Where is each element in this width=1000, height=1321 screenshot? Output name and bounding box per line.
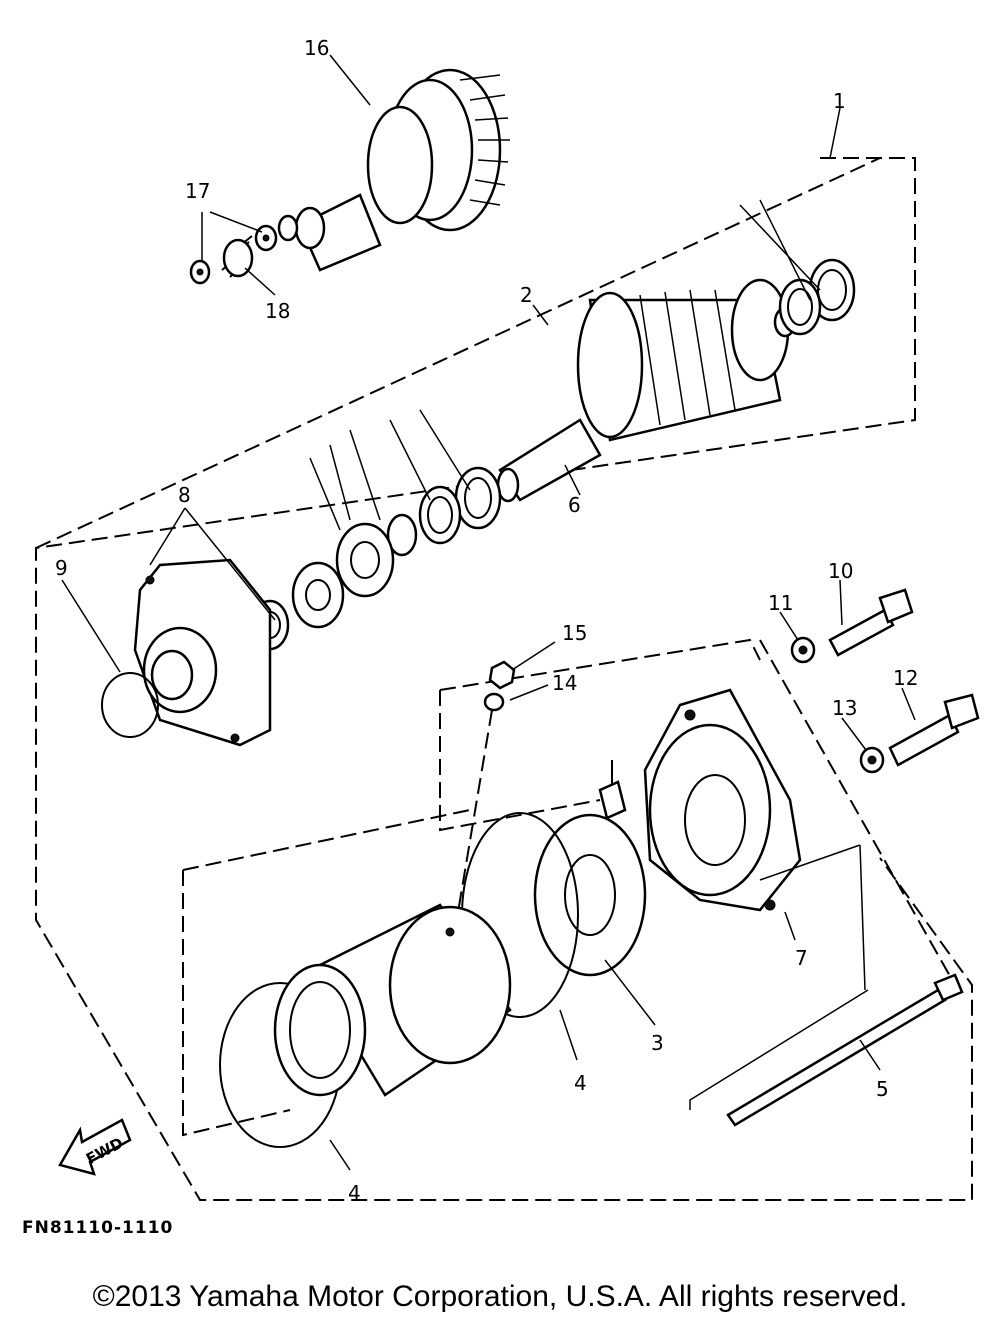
fwd-arrow-icon (58, 1118, 132, 1176)
callout-6: 6 (568, 493, 581, 517)
part-2-armature (496, 278, 797, 503)
front-cover (133, 558, 272, 747)
part-9-o-ring (101, 672, 159, 738)
leader-lines (61, 54, 916, 1171)
callout-1: 1 (833, 89, 846, 113)
guide-line-frame (182, 870, 291, 1137)
callout-7: 7 (795, 946, 808, 970)
guide-line-frame-top (182, 809, 471, 871)
guide-line-inner (439, 638, 761, 691)
callout-5: 5 (876, 1077, 889, 1101)
callout-10: 10 (828, 559, 853, 583)
diagram-code: FN81110-1110 (22, 1218, 174, 1238)
callout-9: 9 (55, 556, 68, 580)
part-6-yoke (273, 903, 512, 1097)
part-14-washer (483, 692, 505, 712)
guide-line-bolt5 (759, 639, 956, 986)
callout-4a: 4 (348, 1181, 361, 1205)
part-16-drive-gear (277, 68, 510, 272)
callout-12: 12 (893, 666, 918, 690)
copyright-notice: ©2013 Yamaha Motor Corporation, U.S.A. A… (92, 1280, 908, 1313)
guide-line-14 (454, 709, 493, 931)
callout-3: 3 (651, 1031, 664, 1055)
callout-16: 16 (304, 36, 329, 60)
part-18-spring (221, 235, 254, 278)
callout-11: 11 (768, 591, 793, 615)
callout-17: 17 (185, 179, 210, 203)
part-15-nut (488, 660, 516, 690)
part-7-rear-cover (643, 688, 802, 912)
callout-18: 18 (265, 299, 290, 323)
part-8-bearings (250, 522, 395, 651)
callout-13: 13 (832, 696, 857, 720)
part-5-through-bolt (726, 973, 964, 1127)
assembly-boundary-upper (35, 157, 881, 549)
callout-2: 2 (520, 283, 533, 307)
assembly-boundary (35, 157, 973, 1201)
part-10-bolt (828, 588, 914, 657)
callout-4b: 4 (574, 1071, 587, 1095)
armature-washers (386, 258, 856, 557)
part-13-washer (859, 746, 885, 774)
guide-line-inner2 (439, 690, 601, 832)
part-3-brush-holder (533, 760, 647, 977)
callout-8: 8 (178, 483, 191, 507)
part-12-bolt (888, 693, 980, 767)
callout-15: 15 (562, 621, 587, 645)
callout-14: 14 (552, 671, 577, 695)
part-11-washer (790, 636, 816, 664)
